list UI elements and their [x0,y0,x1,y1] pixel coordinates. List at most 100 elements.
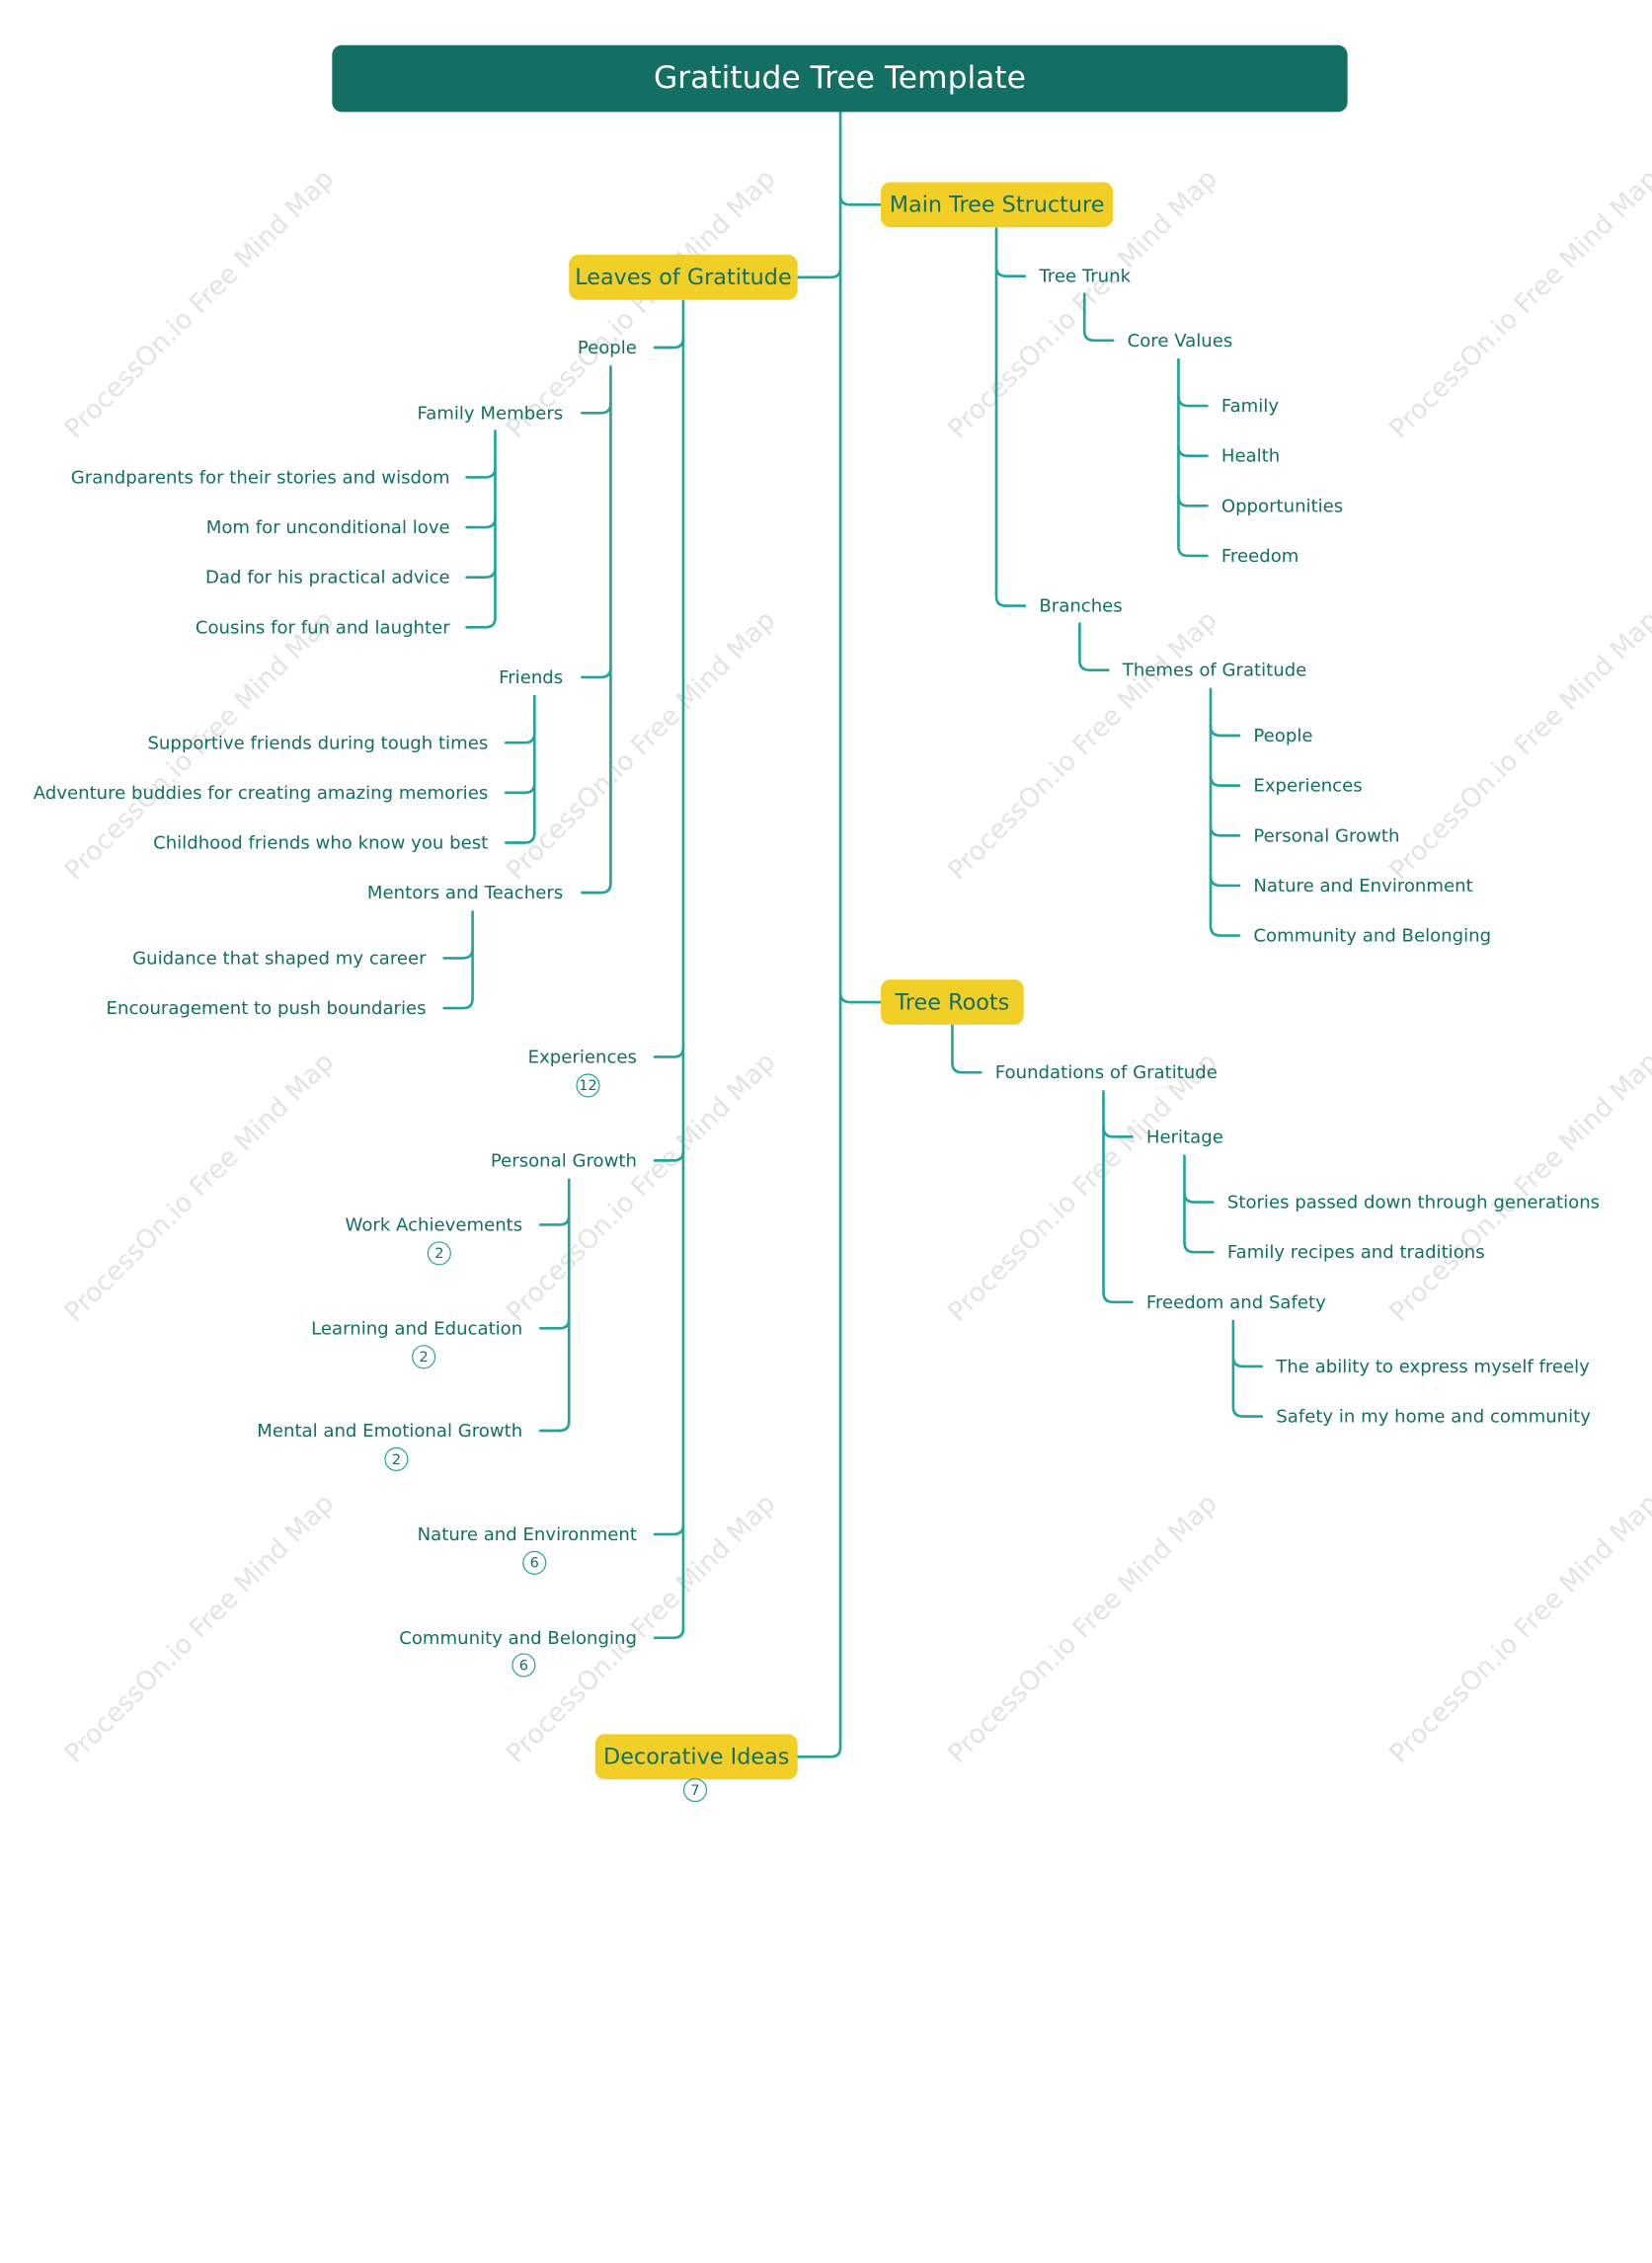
connector-themes-trunk [1209,687,1241,937]
connector-main-roots [838,991,883,1004]
connector-main-structure [838,194,883,206]
node-heritage-stories[interactable]: Stories passed down through generations [1226,1191,1601,1213]
node-family-mom[interactable]: Mom for unconditional love [205,516,450,538]
collapsed-count-badge[interactable]: 2 [412,1345,436,1369]
connector-leaves-item [653,1522,685,1536]
connector-structure-trunk-item [994,265,1027,278]
node-family-grandparents[interactable]: Grandparents for their stories and wisdo… [70,466,450,489]
collapsed-count-badge[interactable]: 2 [384,1446,409,1471]
node-value-freedom[interactable]: Freedom [1220,545,1299,567]
main-node-structure-label: Main Tree Structure [889,192,1105,218]
node-mental-growth[interactable]: Mental and Emotional Growth [257,1420,523,1442]
node-value-opportunities[interactable]: Opportunities [1220,495,1344,517]
collapsed-count-badge[interactable]: 6 [522,1550,547,1575]
main-node-leaves-label: Leaves of Gratitude [575,265,792,290]
node-tree-trunk[interactable]: Tree Trunk [1039,265,1132,287]
connector-structure-trunk [994,227,1027,607]
node-family-dad[interactable]: Dad for his practical advice [204,566,450,588]
connector-freedom-item [1231,1355,1264,1368]
node-core-values[interactable]: Core Values [1127,329,1233,351]
connector-core-values [1082,292,1115,343]
main-node-structure[interactable]: Main Tree Structure [881,182,1114,228]
connector-foundations-trunk [1102,1090,1134,1304]
collapsed-count-badge[interactable]: 2 [427,1241,451,1266]
node-branches[interactable]: Branches [1039,594,1123,617]
node-friends[interactable]: Friends [499,666,564,688]
connector-leaves-item [653,1046,685,1058]
collapsed-count-badge[interactable]: 6 [511,1653,536,1678]
connector-growth-item [538,1317,571,1330]
node-mentors[interactable]: Mentors and Teachers [366,882,564,903]
node-value-health[interactable]: Health [1220,444,1281,467]
node-mentors-encouragement[interactable]: Encouragement to push boundaries [106,997,427,1019]
node-friends-supportive[interactable]: Supportive friends during tough times [147,732,489,754]
node-personal-growth[interactable]: Personal Growth [490,1149,637,1172]
connector-leaves-item [653,337,685,350]
connector-freedom-trunk [1231,1319,1264,1418]
node-people[interactable]: People [577,337,637,358]
connector-family-item [465,466,497,479]
node-family-members[interactable]: Family Members [417,402,564,425]
connector-people-item [581,402,612,415]
main-node-decor[interactable]: Decorative Ideas [594,1734,798,1780]
connector-heritage [1102,1126,1134,1138]
connector-value-item [1177,395,1209,408]
node-themes-of-gratitude[interactable]: Themes of Gratitude [1122,659,1307,681]
connector-mentors-trunk [442,910,474,1010]
collapsed-count-badge[interactable]: 12 [576,1073,600,1098]
connector-family-item [465,566,497,579]
main-node-decor-label: Decorative Ideas [603,1744,790,1769]
node-theme-nature[interactable]: Nature and Environment [1253,875,1473,897]
connector-friends-trunk [505,694,536,844]
node-theme-community[interactable]: Community and Belonging [1253,924,1492,947]
node-mentors-guidance[interactable]: Guidance that shaped my career [132,947,427,970]
node-freedom-safety[interactable]: Freedom and Safety [1145,1290,1326,1313]
main-node-roots[interactable]: Tree Roots [881,979,1024,1025]
node-work-achievements[interactable]: Work Achievements [345,1213,523,1236]
connector-theme-item [1209,874,1241,888]
connector-growth-trunk [538,1178,571,1433]
connector-mentors-item [442,947,474,960]
node-learning-education[interactable]: Learning and Education [311,1317,523,1340]
node-community-belonging[interactable]: Community and Belonging [399,1626,637,1649]
node-freedom-home[interactable]: Safety in my home and community [1276,1405,1591,1428]
node-theme-people[interactable]: People [1253,725,1313,746]
connector-lines [442,110,1264,1758]
connector-heritage-trunk [1183,1154,1215,1254]
connector-people-item [581,665,612,679]
connector-heritage-item [1183,1191,1215,1204]
main-node-roots-label: Tree Roots [895,989,1010,1015]
connector-leaves-item [653,1149,685,1162]
node-freedom-express[interactable]: The ability to express myself freely [1276,1356,1590,1377]
connector-root-trunk [796,110,842,1758]
connector-value-item [1177,444,1209,458]
node-nature-environment[interactable]: Nature and Environment [417,1523,637,1545]
node-value-family[interactable]: Family [1220,395,1280,417]
connector-theme-item [1209,824,1241,837]
node-heritage-recipes[interactable]: Family recipes and traditions [1226,1241,1485,1264]
node-heritage[interactable]: Heritage [1145,1126,1223,1148]
connector-family-trunk [465,429,497,629]
connector-growth-item [538,1213,571,1226]
node-experiences[interactable]: Experiences [527,1046,637,1068]
node-friends-adventure[interactable]: Adventure buddies for creating amazing m… [33,782,489,804]
node-theme-experiences[interactable]: Experiences [1253,774,1363,797]
root-title: Gratitude Tree Template [653,60,1026,97]
connector-main-leaves [796,266,842,279]
node-theme-personal-growth[interactable]: Personal Growth [1253,824,1400,847]
connector-values-trunk [1177,357,1209,558]
node-family-cousins[interactable]: Cousins for fun and laughter [195,616,450,639]
connector-friends-item [505,781,536,795]
collapsed-count-badge[interactable]: 7 [682,1778,708,1803]
connector-foundations [951,1023,983,1074]
main-node-leaves[interactable]: Leaves of Gratitude [569,254,798,300]
connector-family-item [465,516,497,529]
node-foundations[interactable]: Foundations of Gratitude [994,1061,1218,1084]
connector-value-item [1177,495,1209,507]
node-friends-childhood[interactable]: Childhood friends who know you best [153,831,489,854]
connector-leaves-trunk [653,299,685,1640]
root-node[interactable]: Gratitude Tree Template [332,44,1348,113]
connector-people-trunk [581,364,612,895]
connector-friends-item [505,732,536,744]
